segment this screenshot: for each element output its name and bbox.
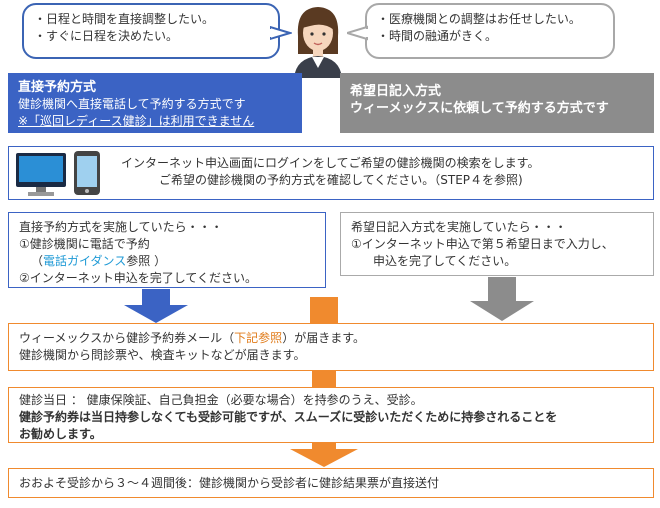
direct-method-note: ※「巡回レディース健診」は利用できません <box>18 114 255 128</box>
direct-method-title: 直接予約方式 <box>18 80 97 95</box>
direct-steps-intro: 直接予約方式を実施していたら・・・ <box>19 220 223 234</box>
hope-method-title: 希望日記入方式 <box>350 84 442 99</box>
hope-method-desc: ウィーメックスに依頼して予約する方式です <box>350 101 609 116</box>
exam-day-line-3: お勧めします。 <box>19 427 102 441</box>
hope-method-header: 希望日記入方式 ウィーメックスに依頼して予約する方式です <box>340 73 654 133</box>
mail-box: ウィーメックスから健診予約券メール（下記参照）が届きます。 健診機関から問診票や… <box>8 323 654 371</box>
result-box: おおよそ受診から３～４週間後：健診機関から受診者に健診結果票が直接送付 <box>8 468 654 498</box>
exam-day-line-2: 健診予約券は当日持参しなくても受診可能ですが、スムーズに受診いただくために持参さ… <box>19 410 558 424</box>
hope-steps-step1: ①インターネット申込で第５希望日まで入力し、 <box>351 237 614 251</box>
guide-open-paren: （ <box>31 254 44 268</box>
arrow-gray-down-icon <box>470 277 534 321</box>
bubble-right-tail <box>347 25 368 41</box>
internet-line-2: ご希望の健診機関の予約方式を確認してください。（STEP４を参照) <box>159 173 523 187</box>
bubble-left-tail <box>270 25 292 41</box>
mail-line-1: ウィーメックスから健診予約券メール（下記参照）が届きます。 <box>19 330 643 347</box>
bubble-left-line-2: ・すぐに日程を決めたい。 <box>34 29 179 43</box>
hope-steps-step1b: 申込を完了してください。 <box>373 254 517 268</box>
bubble-right: ・医療機関との調整はお任せしたい。 ・時間の融通がきく。 <box>365 3 615 59</box>
woman-avatar-icon <box>294 7 342 78</box>
direct-steps-box: 直接予約方式を実施していたら・・・ ①健診機関に電話で予約 （電話ガイダンス参照… <box>8 212 326 288</box>
bubble-left-line-1: ・日程と時間を直接調整したい。 <box>34 12 215 26</box>
below-reference-link[interactable]: 下記参照 <box>234 331 283 345</box>
arrow-orange-final-icon <box>290 443 358 467</box>
hope-steps-intro: 希望日記入方式を実施していたら・・・ <box>351 220 567 234</box>
arrow-orange-connector-icon <box>312 371 336 387</box>
exam-day-box: 健診当日 ： 健康保険証、自己負担金（必要な場合）を持参のうえ、受診。 健診予約… <box>8 387 654 443</box>
exam-day-line-1: 健診当日 ： 健康保険証、自己負担金（必要な場合）を持参のうえ、受診。 <box>19 393 423 407</box>
arrow-blue-down-icon <box>124 289 188 323</box>
hope-steps-box: 希望日記入方式を実施していたら・・・ ①インターネット申込で第５希望日まで入力し… <box>340 212 654 276</box>
guide-close-paren: 参照 ） <box>126 254 167 268</box>
direct-steps-guide: （電話ガイダンス参照 ） <box>19 253 315 270</box>
bubble-right-line-1: ・医療機関との調整はお任せしたい。 <box>377 12 581 26</box>
mail-line-2: 健診機関から問診票や、検査キットなどが届きます。 <box>19 348 306 362</box>
direct-method-header: 直接予約方式 健診機関へ直接電話して予約する方式です ※「巡回レディース健診」は… <box>8 73 302 133</box>
direct-method-desc: 健診機関へ直接電話して予約する方式です <box>18 97 246 111</box>
result-text: おおよそ受診から３～４週間後：健診機関から受診者に健診結果票が直接送付 <box>19 476 440 490</box>
phone-guidance-link[interactable]: 電話ガイダンス <box>43 254 127 268</box>
computer-icon <box>16 151 100 196</box>
bubble-right-line-2: ・時間の融通がきく。 <box>377 29 498 43</box>
arrow-orange-down-icon <box>310 297 338 323</box>
internet-line-1: インターネット申込画面にログインをしてご希望の健診機関の検索をします。 <box>121 156 540 170</box>
direct-steps-step1: ①健診機関に電話で予約 <box>19 237 150 251</box>
bubble-left: ・日程と時間を直接調整したい。 ・すぐに日程を決めたい。 <box>22 3 280 59</box>
direct-steps-step2: ②インターネット申込を完了してください。 <box>19 271 258 285</box>
mail-post: ）が届きます。 <box>282 331 365 345</box>
mail-pre: ウィーメックスから健診予約券メール（ <box>19 331 235 345</box>
internet-box: インターネット申込画面にログインをしてご希望の健診機関の検索をします。 ご希望の… <box>8 146 654 200</box>
